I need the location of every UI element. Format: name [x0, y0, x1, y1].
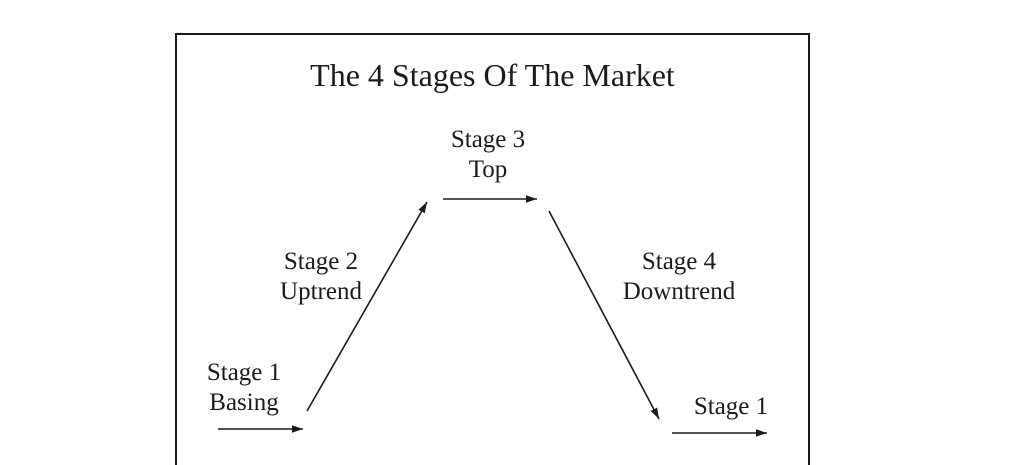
stage4-downtrend-phase: Downtrend	[622, 278, 736, 305]
stage1-repeat-name: Stage 1	[693, 393, 769, 420]
stage1-repeat-label: Stage 1	[661, 392, 801, 422]
stage3-top-label: Stage 3 Top	[418, 125, 558, 185]
stage4-downtrend-label: Stage 4 Downtrend	[609, 247, 749, 307]
stage3-top-name: Stage 3	[450, 126, 526, 153]
stage1-basing-phase: Basing	[209, 389, 279, 416]
stage2-uptrend-label: Stage 2 Uptrend	[251, 247, 391, 307]
stage2-uptrend-name: Stage 2	[283, 248, 359, 275]
stage1-basing-name: Stage 1	[206, 359, 282, 386]
stage4-downtrend-arrow	[548, 210, 660, 420]
stage2-uptrend-arrow	[306, 201, 428, 412]
diagram-frame	[175, 33, 810, 465]
stage1-basing-label: Stage 1 Basing	[174, 358, 314, 418]
stage3-top-phase: Top	[468, 156, 508, 183]
diagram-title: The 4 Stages Of The Market	[310, 57, 675, 93]
stage4-downtrend-name: Stage 4	[641, 248, 717, 275]
stage2-uptrend-phase: Uptrend	[280, 278, 362, 305]
